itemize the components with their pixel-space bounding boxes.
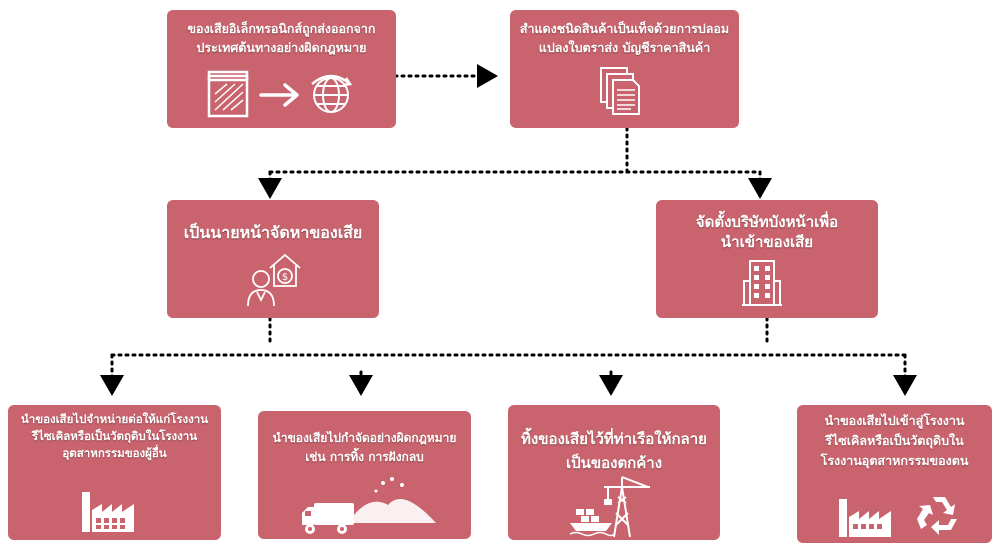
export-text: ของเสียอิเล็กทรอนิกส์ถูกส่งออกจากประเทศต… [187, 21, 376, 55]
resell-text: นำของเสียไปจำหน่ายต่อให้แก่โรงงานรีไซเคิ… [20, 412, 209, 460]
port-crane-icon [604, 476, 650, 538]
disguise-box: สำแดงชนิดสินค้าเป็นเท็จด้วยการปลอมแปลงใบ… [510, 10, 739, 128]
export-box: ของเสียอิเล็กทรอนิกส์ถูกส่งออกจากประเทศต… [167, 10, 396, 128]
factory-icon [839, 499, 891, 537]
garbage-truck-icon [302, 503, 354, 534]
landfill-icon [348, 477, 436, 523]
broker-text: เป็นนายหน้าจัดหาของเสีย [183, 223, 363, 242]
house-money-icon: $ [269, 253, 301, 287]
globe-icon [311, 74, 353, 113]
arrow-right-icon [259, 83, 299, 107]
building-icon [742, 260, 782, 306]
own-factory-text: นำของเสียไปเข้าสู่โรงงานรีไซเคิลหรือเป็น… [820, 413, 969, 468]
broker-person-icon [247, 270, 275, 307]
disguise-text: สำแดงชนิดสินค้าเป็นเท็จด้วยการปลอมแปลงใบ… [519, 21, 730, 55]
documents-icon [600, 67, 640, 115]
resell-box: นำของเสียไปจำหน่ายต่อให้แก่โรงงานรีไซเคิ… [8, 405, 221, 540]
factory-icon [82, 492, 134, 532]
recycle-icon [917, 497, 957, 535]
abandon-text: ทิ้งของเสียไว้ที่ท่าเรือให้กลายเป็นของตก… [521, 430, 707, 472]
abandon-box: ทิ้งของเสียไว้ที่ท่าเรือให้กลายเป็นของตก… [508, 405, 720, 540]
ship-icon [569, 509, 614, 537]
company-text: จัดตั้งบริษัทบังหน้าเพื่อนำเข้าของเสีย [695, 213, 839, 251]
broker-box: เป็นนายหน้าจัดหาของเสีย $ [167, 200, 379, 318]
dispose-box: นำของเสียไปกำจัดอย่างผิดกฎหมาย เช่น การท… [258, 411, 471, 539]
own-factory-box: นำของเสียไปเข้าสู่โรงงานรีไซเคิลหรือเป็น… [797, 405, 992, 543]
box-icon [207, 70, 249, 118]
svg-text:$: $ [282, 272, 288, 283]
dispose-text: นำของเสียไปกำจัดอย่างผิดกฎหมาย เช่น การท… [272, 431, 457, 464]
company-box: จัดตั้งบริษัทบังหน้าเพื่อนำเข้าของเสีย [656, 200, 878, 318]
